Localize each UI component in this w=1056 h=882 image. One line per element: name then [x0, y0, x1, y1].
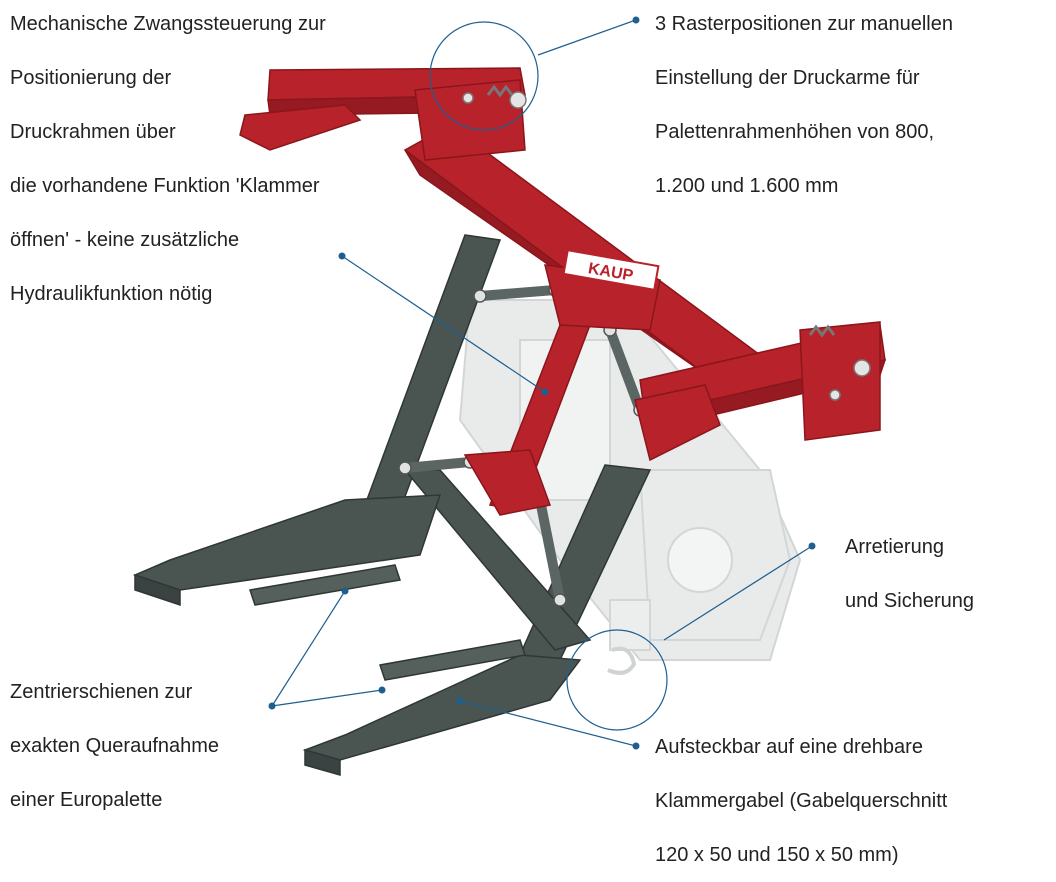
fork-frame	[132, 234, 652, 776]
callout-line: exakten Queraufnahme	[10, 735, 220, 757]
callout-dots	[268, 16, 816, 750]
callout-line: Einstellung der Druckarme für	[655, 67, 920, 89]
callout-line: Arretierung	[845, 536, 944, 558]
locking-hook-icon	[607, 646, 637, 675]
callout-line: 120 x 50 und 150 x 50 mm)	[655, 844, 899, 866]
callout-line: 3 Rasterpositionen zur manuellen	[655, 13, 953, 35]
callout-line: öffnen' - keine zusätzliche	[10, 229, 240, 251]
callout-centering-rails: Zentrierschienen zur exakten Queraufnahm…	[10, 665, 219, 827]
springs	[486, 84, 836, 338]
callout-line: Positionierung der	[10, 67, 172, 89]
callout-mechanical-control: Mechanische Zwangssteuerung zur Position…	[10, 0, 326, 321]
callout-line: Druckrahmen über	[10, 121, 176, 143]
callout-circles	[429, 21, 668, 731]
callout-line: Zentrierschienen zur	[10, 681, 193, 703]
callout-raster-positions: 3 Rasterpositionen zur manuellen Einstel…	[655, 0, 953, 213]
callout-line: Hydraulikfunktion nötig	[10, 283, 213, 305]
callout-line: und Sicherung	[845, 590, 974, 612]
callout-line: Aufsteckbar auf eine drehbare	[655, 736, 923, 758]
callout-line: Mechanische Zwangssteuerung zur	[10, 13, 326, 35]
callout-line: die vorhandene Funktion 'Klammer	[10, 175, 320, 197]
callout-line: 1.200 und 1.600 mm	[655, 175, 839, 197]
callout-line: Palettenrahmenhöhen von 800,	[655, 121, 935, 143]
callout-line: Klammergabel (Gabelquerschnitt	[655, 790, 948, 812]
callout-locking: Arretierung und Sicherung	[845, 520, 974, 628]
linkage-arms	[400, 285, 645, 605]
callout-mounting: Aufsteckbar auf eine drehbare Klammergab…	[655, 720, 947, 882]
callout-lines	[271, 19, 813, 747]
callout-line: einer Europalette	[10, 789, 163, 811]
